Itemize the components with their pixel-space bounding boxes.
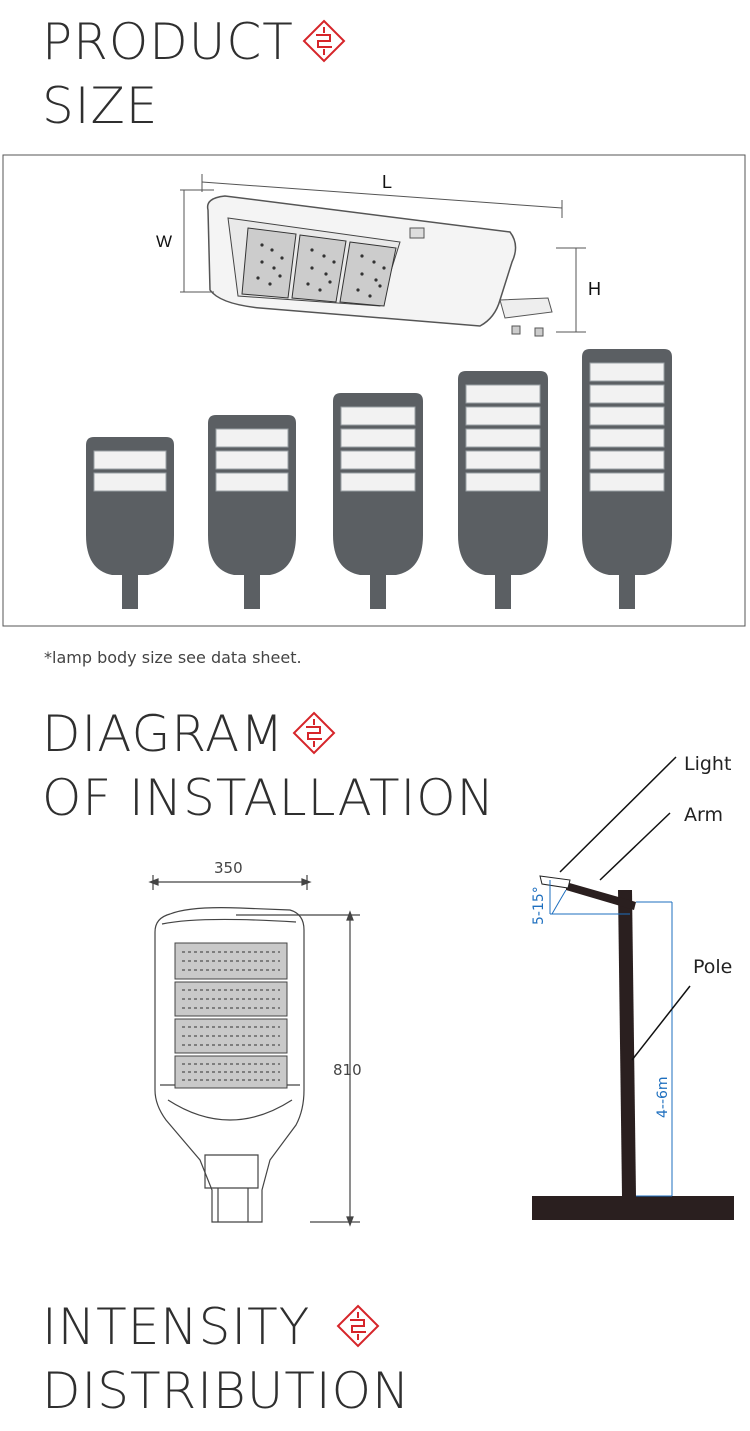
led-module [589,472,665,492]
led-module [589,406,665,426]
led-modules-front [174,942,288,1089]
intensity-title-line2: DISTRIBUTION [42,1361,411,1420]
led-module [589,428,665,448]
pole-shaft [618,890,636,1196]
brand-diamond-icon [292,708,336,768]
dim-h-label: H [588,279,601,299]
pole-mount [244,567,260,609]
led-module [589,450,665,470]
pole-mount [122,567,138,609]
installation-heading: DIAGRAM OF INSTALLATION [42,704,495,828]
lamp-body [86,437,174,575]
ground-base [532,1196,734,1220]
lamp-model-1 [86,437,174,609]
lamp-arm [566,882,636,910]
width-dimension-label: 350 [214,859,243,877]
arm-label: Arm [684,804,723,826]
mounting-height-label: 4--6m [655,1076,671,1118]
brand-diamond-icon [336,1301,380,1361]
pole-installation-diagram [532,756,734,1220]
product-size-title-line2: SIZE [42,76,159,135]
lamp-front-drawing [148,875,360,1227]
intensity-heading: INTENSITY DISTRIBUTION [42,1297,410,1421]
product-size-title-line1: PRODUCT [42,13,294,71]
dim-w-label: W [156,232,172,251]
installation-title-line2: OF INSTALLATION [42,768,495,827]
height-dimension-label: 810 [333,1061,362,1079]
brand-diamond-icon [302,16,346,76]
led-module [340,428,416,448]
led-module [93,472,167,492]
pole-mount [495,567,511,609]
led-module [215,472,289,492]
product-size-heading: PRODUCT SIZE [42,12,346,136]
pole-mount [619,567,635,609]
led-module [340,472,416,492]
lamp-model-4 [458,371,548,609]
lamp-model-2 [208,415,296,609]
lamp-model-lineup [86,349,672,609]
product-size-panel: L W H [2,154,746,627]
intensity-title-line1: INTENSITY [42,1298,311,1356]
lamp-side-view [180,174,586,337]
led-module [465,472,541,492]
dim-l-label: L [382,172,392,192]
pole-label: Pole [693,956,732,978]
angle-label: 5-15° [531,886,547,925]
lamp-head [539,875,571,889]
led-module [340,450,416,470]
led-module [465,428,541,448]
led-module [465,450,541,470]
led-module [215,428,289,448]
led-module [215,450,289,470]
led-module [93,450,167,470]
led-module [589,362,665,382]
size-note: *lamp body size see data sheet. [44,648,302,667]
led-module [465,406,541,426]
pole-mount [370,567,386,609]
installation-title-line1: DIAGRAM [42,705,285,763]
lamp-model-5 [582,349,672,609]
lamp-model-3 [333,393,423,609]
led-module [340,406,416,426]
led-module [465,384,541,404]
light-label: Light [684,753,731,775]
led-module [589,384,665,404]
